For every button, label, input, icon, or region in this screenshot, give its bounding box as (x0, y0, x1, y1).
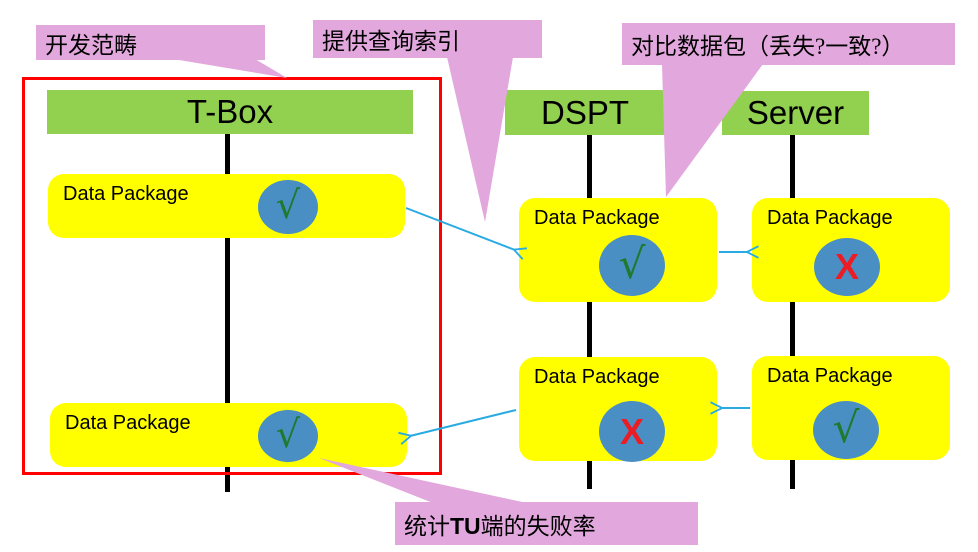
status-circle-fail: X (599, 401, 665, 462)
package-label: Data Package (767, 207, 893, 229)
package-dspt-row1: Data Package √ (519, 198, 717, 302)
cross-icon: X (619, 410, 644, 452)
dev-scope-rectangle (22, 77, 442, 475)
status-circle-pass: √ (258, 180, 318, 234)
package-tbox-row1: Data Package √ (48, 174, 405, 238)
cross-icon: X (834, 246, 859, 287)
callout-tail-dev-scope (173, 59, 287, 78)
lane-header-dspt: DSPT (505, 90, 665, 135)
callout-failure-rate: 统计TU端的失败率 (395, 502, 698, 545)
lifeline-dspt (587, 133, 592, 489)
callout-tail-query-index (447, 57, 513, 222)
status-circle-pass: √ (813, 401, 879, 459)
package-label: Data Package (63, 183, 189, 205)
status-circle-fail: X (814, 238, 880, 296)
package-server-row2: Data Package √ (752, 356, 950, 460)
lifeline-tbox (225, 132, 230, 492)
callout-dev-scope: 开发范畴 (36, 25, 265, 60)
callout-compare-packages: 对比数据包（丢失?一致?） (622, 23, 955, 65)
package-label: Data Package (534, 366, 660, 388)
package-label: Data Package (65, 412, 191, 434)
check-icon: √ (618, 238, 646, 288)
lane-title-server: Server (746, 94, 845, 131)
check-icon: √ (832, 403, 860, 452)
callout-query-index-label: 提供查询索引 (322, 29, 460, 54)
lane-header-tbox: T-Box (47, 90, 413, 134)
check-icon: √ (275, 183, 301, 227)
package-server-row1: Data Package X (752, 198, 950, 302)
package-label: Data Package (767, 365, 893, 387)
status-circle-pass: √ (258, 410, 318, 462)
lane-title-tbox: T-Box (186, 93, 274, 130)
status-circle-pass: √ (599, 235, 665, 296)
callout-query-index: 提供查询索引 (313, 20, 542, 58)
lane-title-dspt: DSPT (540, 94, 629, 131)
callout-dev-scope-label: 开发范畴 (45, 32, 137, 58)
package-tbox-row2: Data Package √ (50, 403, 407, 467)
package-dspt-row2: Data Package X (519, 357, 717, 462)
callout-failure-rate-label: 统计TU端的失败率 (404, 512, 596, 539)
lane-header-server: Server (722, 91, 869, 135)
lifeline-server (790, 134, 795, 489)
callout-compare-packages-label: 对比数据包（丢失?一致?） (631, 34, 905, 59)
check-icon: √ (275, 412, 301, 456)
package-label: Data Package (534, 207, 660, 229)
